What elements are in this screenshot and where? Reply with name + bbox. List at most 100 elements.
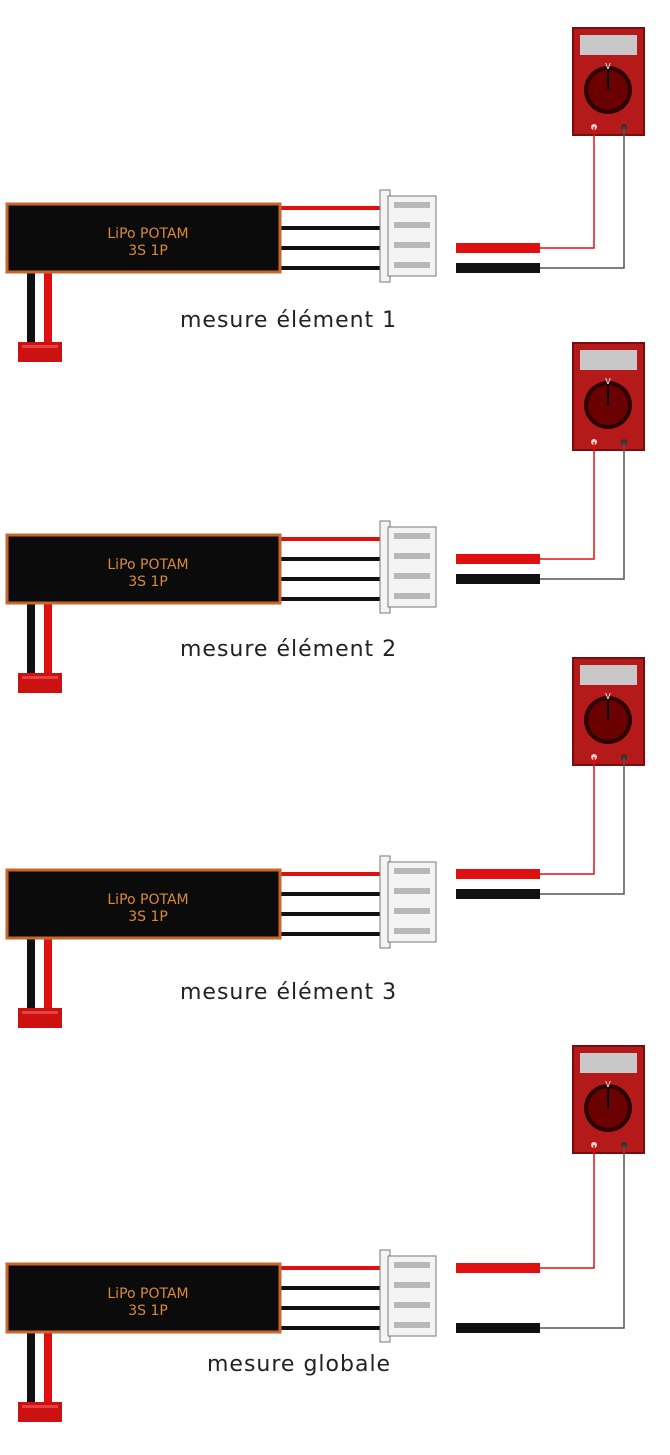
multimeter-icon: V xyxy=(572,1045,645,1154)
pack-label-line2: 3S 1P xyxy=(128,1303,168,1319)
probe-cables xyxy=(540,757,625,895)
main-lead-assembly xyxy=(18,603,62,693)
connector-pin xyxy=(394,533,430,539)
red-probe xyxy=(456,1263,540,1273)
red-probe xyxy=(456,869,540,879)
pack-label-line1: LiPo POTAM xyxy=(107,557,188,573)
balance-lead-black xyxy=(280,597,384,601)
pack-body xyxy=(5,202,282,274)
connector-pin xyxy=(394,1262,430,1268)
balance-lead-black xyxy=(280,1326,384,1330)
main-plug-highlight xyxy=(22,676,58,679)
pack-label-line1: LiPo POTAM xyxy=(107,226,188,242)
main-lead-assembly xyxy=(18,938,62,1028)
main-red-lead xyxy=(44,938,52,1010)
red-cable xyxy=(540,127,595,249)
balance-lead-black xyxy=(280,557,384,561)
balance-connector-icon xyxy=(379,1249,437,1343)
balance-connector-icon xyxy=(379,855,437,949)
main-red-lead xyxy=(44,603,52,675)
red-cable xyxy=(540,1145,595,1269)
black-probe xyxy=(456,263,540,273)
connector-pin xyxy=(394,222,430,228)
balance-leads xyxy=(280,206,384,270)
pack-body xyxy=(5,1262,282,1334)
connector-pin xyxy=(394,868,430,874)
meter-symbol: V xyxy=(605,62,611,71)
black-probe xyxy=(456,574,540,584)
main-plug-highlight xyxy=(22,345,58,348)
red-probe xyxy=(456,554,540,564)
connector-pin xyxy=(394,1322,430,1328)
meter-symbol: V xyxy=(605,377,611,386)
probe-cables xyxy=(540,1145,625,1329)
measurement-caption: mesure élément 1 xyxy=(180,308,397,333)
connector-pin xyxy=(394,1282,430,1288)
pack-label-line1: LiPo POTAM xyxy=(107,892,188,908)
balance-lead-red xyxy=(280,1266,384,1270)
meter-display xyxy=(580,665,637,685)
connector-pin xyxy=(394,1302,430,1308)
pack-body xyxy=(5,533,282,605)
connector-pin xyxy=(394,908,430,914)
pack-label-line2: 3S 1P xyxy=(128,243,168,259)
balance-lead-black xyxy=(280,246,384,250)
connector-pin xyxy=(394,262,430,268)
balance-connector-icon xyxy=(379,520,437,614)
balance-lead-black xyxy=(280,266,384,270)
meter-symbol: V xyxy=(605,1080,611,1089)
main-red-lead xyxy=(44,1332,52,1404)
main-plug-highlight xyxy=(22,1011,58,1014)
balance-leads xyxy=(280,1266,384,1330)
balance-leads xyxy=(280,537,384,601)
main-red-lead xyxy=(44,272,52,344)
main-plug-highlight xyxy=(22,1405,58,1408)
connector-pin xyxy=(394,573,430,579)
main-black-lead xyxy=(27,938,35,1010)
black-probe xyxy=(456,1323,540,1333)
black-cable xyxy=(540,1145,625,1329)
connector-pin xyxy=(394,553,430,559)
black-probe xyxy=(456,889,540,899)
balance-lead-black xyxy=(280,912,384,916)
meter-display xyxy=(580,1053,637,1073)
measurement-caption: mesure élément 2 xyxy=(180,637,397,662)
pack-label-line1: LiPo POTAM xyxy=(107,1286,188,1302)
balance-lead-black xyxy=(280,577,384,581)
pack-label-line2: 3S 1P xyxy=(128,909,168,925)
pack-label-line2: 3S 1P xyxy=(128,574,168,590)
probe-cables xyxy=(540,442,625,580)
meter-display xyxy=(580,35,637,55)
connector-pin xyxy=(394,202,430,208)
balance-lead-black xyxy=(280,1286,384,1290)
connector-pin xyxy=(394,888,430,894)
meter-display xyxy=(580,350,637,370)
connector-pin xyxy=(394,593,430,599)
red-cable xyxy=(540,442,595,560)
probe-cables xyxy=(540,127,625,269)
balance-connector-icon xyxy=(379,189,437,283)
balance-leads xyxy=(280,872,384,936)
balance-lead-black xyxy=(280,226,384,230)
connector-pin xyxy=(394,928,430,934)
measurement-caption: mesure élément 3 xyxy=(180,980,397,1005)
main-black-lead xyxy=(27,603,35,675)
main-lead-assembly xyxy=(18,1332,62,1422)
main-black-lead xyxy=(27,272,35,344)
multimeter-icon: V xyxy=(572,657,645,766)
multimeter-icon: V xyxy=(572,27,645,136)
balance-lead-red xyxy=(280,206,384,210)
black-cable xyxy=(540,757,625,895)
black-cable xyxy=(540,442,625,580)
black-cable xyxy=(540,127,625,269)
balance-lead-black xyxy=(280,892,384,896)
